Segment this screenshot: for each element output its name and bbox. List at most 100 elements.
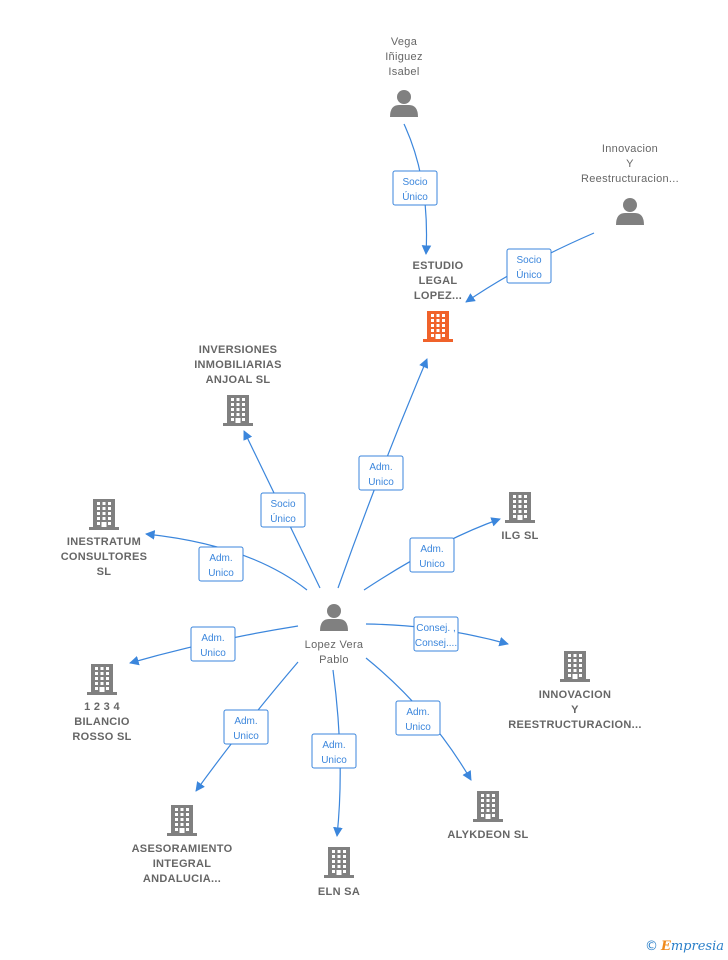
- node-label-line: INTEGRAL: [153, 858, 212, 870]
- edge-label-line: Unico: [419, 559, 445, 570]
- node-label-line: ESTUDIO: [413, 260, 464, 272]
- brand-initial: E: [660, 939, 671, 954]
- edge-center-to-innov_company: Consej. ,Consej....: [365, 616, 509, 652]
- edge-label-box[interactable]: [190, 626, 236, 662]
- edge-center-to-eln: Adm. Unico: [311, 669, 357, 837]
- edge-label-line: Único: [402, 190, 428, 203]
- edge-label-line: Adm.: [369, 462, 392, 473]
- node-label-line: ANJOAL SL: [206, 374, 271, 386]
- edge-label-line: Consej....: [415, 638, 457, 649]
- node-label-line: Reestructuracion...: [581, 173, 679, 185]
- edge-center-to-alykdeon: Adm. Unico: [365, 657, 472, 781]
- building-icon: [560, 651, 590, 682]
- edge-label-box[interactable]: [413, 616, 459, 652]
- edge-label-box[interactable]: [260, 492, 306, 528]
- node-inversiones[interactable]: INVERSIONES INMOBILIARIAS ANJOAL SL: [194, 344, 282, 426]
- node-label-line: ILG SL: [501, 530, 538, 542]
- edge-label-line: Unico: [321, 755, 347, 766]
- node-label-line: CONSULTORES: [61, 551, 148, 563]
- building-icon: [89, 499, 119, 530]
- node-label-line: ALYKDEON SL: [447, 829, 528, 841]
- node-eln[interactable]: ELN SA: [318, 847, 360, 898]
- node-estudio[interactable]: ESTUDIO LEGAL LOPEZ...: [413, 260, 464, 342]
- node-label-line: INESTRATUM: [67, 536, 141, 548]
- node-label-line: Lopez Vera: [305, 639, 364, 651]
- edge-label-line: Unico: [200, 648, 226, 659]
- node-label-line: LOPEZ...: [414, 290, 462, 302]
- edge-center-to-ilg: Adm. Unico: [363, 517, 501, 591]
- node-label-line: Y: [571, 704, 579, 716]
- copyright-symbol: ©: [644, 939, 658, 954]
- person-icon: [616, 198, 644, 225]
- edge-label-box[interactable]: [506, 248, 552, 284]
- edge-center-to-asesoramiento: Adm. Unico: [195, 661, 299, 792]
- node-inestratum[interactable]: INESTRATUM CONSULTORES SL: [61, 499, 148, 578]
- building-icon: [324, 847, 354, 878]
- edge-center-to-estudio: Adm. Unico: [337, 358, 429, 589]
- node-label-line: REESTRUCTURACION...: [508, 719, 641, 731]
- node-label-line: Isabel: [388, 66, 419, 78]
- node-bilancio[interactable]: 1 2 3 4 BILANCIO ROSSO SL: [72, 664, 131, 743]
- edge-label-box[interactable]: [395, 700, 441, 736]
- node-label-line: INMOBILIARIAS: [194, 359, 282, 371]
- edge-center-to-bilancio: Adm. Unico: [129, 625, 299, 666]
- node-label-line: ELN SA: [318, 886, 360, 898]
- edge-label-line: Adm.: [420, 544, 443, 555]
- edge-label-box[interactable]: [311, 733, 357, 769]
- edge-label-line: Único: [270, 512, 296, 525]
- node-label-line: INNOVACION: [539, 689, 611, 701]
- node-ilg[interactable]: ILG SL: [501, 492, 538, 542]
- edge-label-box[interactable]: [358, 455, 404, 491]
- brand-name: mpresia: [670, 939, 724, 954]
- edge-label-line: Socio: [516, 255, 541, 266]
- node-label-line: Y: [626, 158, 634, 170]
- building-icon: [167, 805, 197, 836]
- node-label-line: 1 2 3 4: [84, 701, 120, 713]
- edge-label-line: Unico: [405, 722, 431, 733]
- node-label-line: INVERSIONES: [199, 344, 278, 356]
- edge-label-box[interactable]: [392, 170, 438, 206]
- edge-label-box[interactable]: [198, 546, 244, 582]
- building-icon: [223, 395, 253, 426]
- node-label-line: Innovacion: [602, 143, 658, 155]
- edge-label-line: Adm.: [234, 716, 257, 727]
- edge-label-line: Socio: [270, 499, 295, 510]
- node-label-line: LEGAL: [419, 275, 458, 287]
- node-label-line: BILANCIO: [74, 716, 130, 728]
- node-label-line: SL: [97, 566, 112, 578]
- edge-label-box[interactable]: [409, 537, 455, 573]
- building-icon: [423, 311, 453, 342]
- edge-label-line: Único: [516, 268, 542, 281]
- building-icon: [505, 492, 535, 523]
- node-innov_company[interactable]: INNOVACION Y REESTRUCTURACION...: [508, 651, 641, 731]
- node-label-line: ASESORAMIENTO: [132, 843, 233, 855]
- node-label-line: ROSSO SL: [72, 731, 131, 743]
- edge-label-line: Adm.: [209, 553, 232, 564]
- edge-label-line: Unico: [233, 731, 259, 742]
- edge-label-box[interactable]: [223, 709, 269, 745]
- person-icon: [390, 90, 418, 117]
- empresia-watermark: ©Empresia: [645, 939, 724, 954]
- edge-center-to-inestratum: Adm.Unico: [145, 530, 308, 591]
- node-label-line: Iñiguez: [385, 51, 423, 63]
- building-icon: [87, 664, 117, 695]
- node-asesoramiento[interactable]: ASESORAMIENTO INTEGRAL ANDALUCIA...: [132, 805, 233, 885]
- edge-label-line: Unico: [368, 477, 394, 488]
- edge-label-line: Adm.: [322, 740, 345, 751]
- node-label-line: ANDALUCIA...: [143, 873, 221, 885]
- edge-label-line: Socio: [402, 177, 427, 188]
- building-icon: [473, 791, 503, 822]
- edge-label-line: Adm.: [406, 707, 429, 718]
- node-label-line: Pablo: [319, 654, 349, 666]
- node-label-line: Vega: [391, 36, 418, 48]
- edge-label-line: Adm.: [201, 633, 224, 644]
- node-alykdeon[interactable]: ALYKDEON SL: [447, 791, 528, 841]
- person-icon: [320, 604, 348, 631]
